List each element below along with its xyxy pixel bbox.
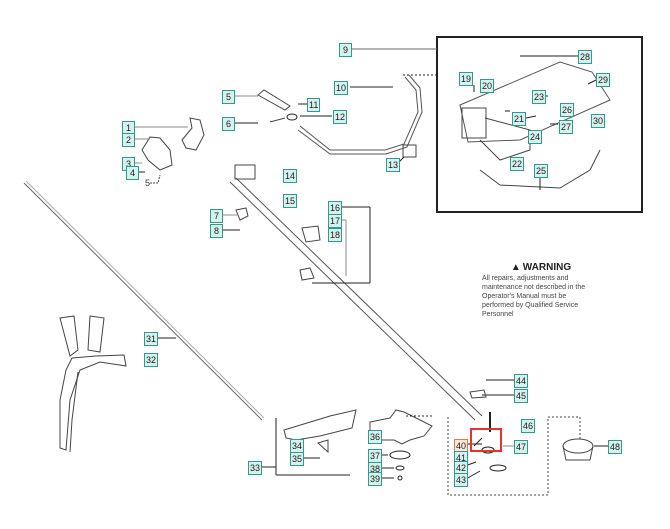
part-label-8[interactable]: 8	[210, 224, 223, 238]
part-label-9[interactable]: 9	[339, 43, 352, 57]
part-label-47[interactable]: 47	[514, 440, 529, 454]
part-label-32[interactable]: 32	[144, 353, 159, 367]
part-label-14[interactable]: 14	[283, 169, 298, 183]
part-label-36[interactable]: 36	[368, 430, 383, 444]
part-label-44[interactable]: 44	[514, 374, 529, 388]
part-label-2[interactable]: 2	[122, 133, 135, 147]
part-label-20[interactable]: 20	[480, 79, 495, 93]
warning-title: WARNING	[522, 262, 572, 273]
part-label-21[interactable]: 21	[512, 112, 527, 126]
part-label-5[interactable]: 5	[222, 90, 235, 104]
part-label-25[interactable]: 25	[534, 164, 549, 178]
part-label-39[interactable]: 39	[368, 472, 383, 486]
part-label-15[interactable]: 15	[283, 194, 298, 208]
part-label-10[interactable]: 10	[334, 81, 349, 95]
part-label-23[interactable]: 23	[532, 90, 547, 104]
part-label-45[interactable]: 45	[514, 389, 529, 403]
selected-part-highlight[interactable]	[470, 428, 502, 452]
part-label-34[interactable]: 34	[290, 439, 305, 453]
part-label-7[interactable]: 7	[210, 209, 223, 223]
part-label-18[interactable]: 18	[328, 228, 343, 242]
part-label-28[interactable]: 28	[578, 50, 593, 64]
part-label-13[interactable]: 13	[386, 158, 401, 172]
warning-text: All repairs, adjustments and maintenance…	[482, 275, 586, 318]
part-label-43[interactable]: 43	[454, 473, 469, 487]
warning-triangle-icon: ▲	[510, 262, 521, 273]
part-label-4[interactable]: 4	[126, 166, 139, 180]
part-label-11[interactable]: 11	[307, 98, 321, 112]
part-label-17[interactable]: 17	[328, 214, 343, 228]
part-label-16[interactable]: 16	[328, 201, 343, 215]
part-label-27[interactable]: 27	[559, 120, 574, 134]
part-label-22[interactable]: 22	[510, 157, 525, 171]
part-label-6[interactable]: 6	[222, 117, 235, 131]
part-label-30[interactable]: 30	[591, 114, 606, 128]
part-label-48[interactable]: 48	[608, 440, 623, 454]
part-label-46[interactable]: 46	[521, 419, 536, 433]
engine-inset-frame	[436, 36, 643, 213]
part-label-26[interactable]: 26	[560, 103, 575, 117]
part-label-5-small[interactable]: 5	[145, 178, 151, 188]
part-label-33[interactable]: 33	[248, 461, 263, 475]
part-label-31[interactable]: 31	[144, 332, 159, 346]
part-label-24[interactable]: 24	[528, 130, 543, 144]
part-label-29[interactable]: 29	[596, 73, 611, 87]
warning-notice: ▲ WARNING All repairs, adjustments and m…	[482, 262, 600, 319]
part-label-35[interactable]: 35	[290, 452, 305, 466]
part-label-19[interactable]: 19	[459, 72, 474, 86]
part-label-37[interactable]: 37	[368, 449, 383, 463]
part-label-12[interactable]: 12	[333, 110, 348, 124]
